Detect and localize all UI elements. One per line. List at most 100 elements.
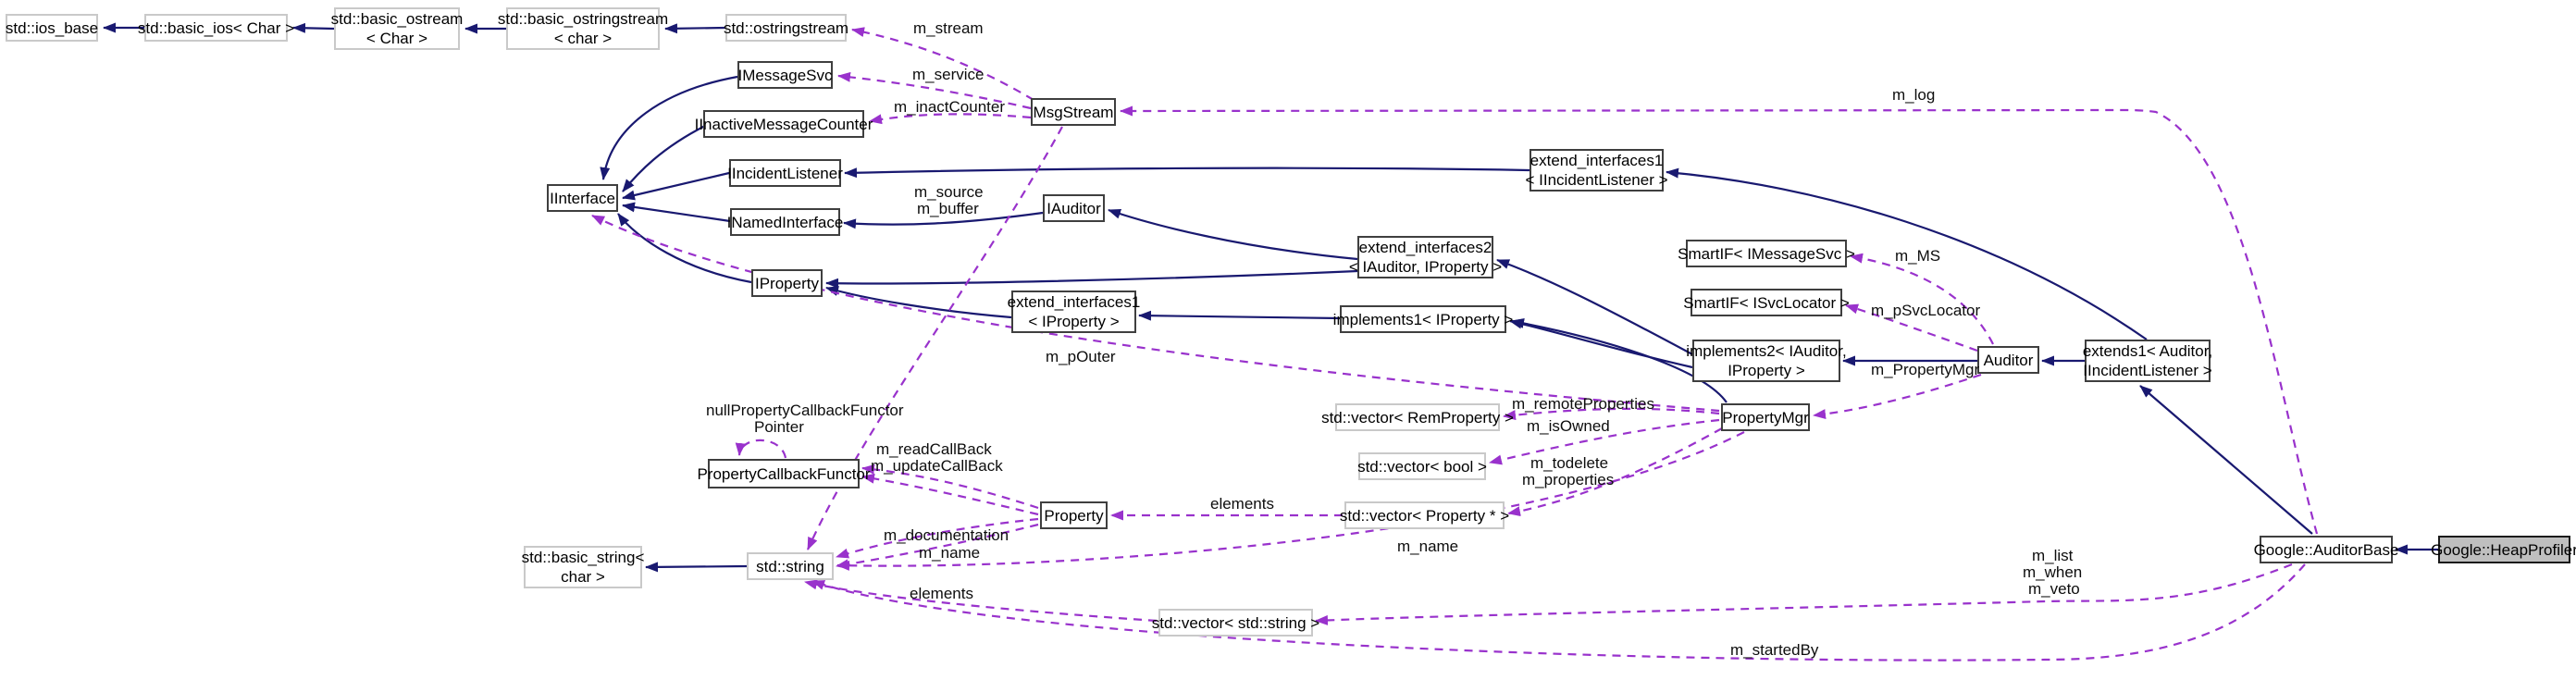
node-basic_ostringstream[interactable]: std::basic_ostringstream< char > xyxy=(498,7,668,50)
edge-label: m_buffer xyxy=(917,200,979,217)
node-ios_base[interactable]: std::ios_base xyxy=(6,14,98,42)
node-label: Google::AuditorBase xyxy=(2253,540,2399,559)
node-imessagesvc[interactable]: IMessageSvc xyxy=(737,61,833,89)
node-label: IAuditor xyxy=(1046,199,1101,217)
edge-imessagesvc-iinterface xyxy=(600,75,738,180)
node-auditorbase[interactable]: Google::AuditorBase xyxy=(2254,536,2398,563)
node-label: std::vector< std::string > xyxy=(1151,613,1320,632)
node-label: IProperty > xyxy=(1728,362,1805,379)
edge-label: m_pSvcLocator xyxy=(1871,302,1981,319)
node-label: Google::HeapProfiler xyxy=(2431,540,2576,559)
node-label: PropertyMgr xyxy=(1722,408,1809,427)
edge-label: m_startedBy xyxy=(1730,641,1819,659)
node-label: < char > xyxy=(553,30,613,47)
node-vec_remproperty[interactable]: std::vector< RemProperty > xyxy=(1321,403,1514,431)
node-property[interactable]: Property xyxy=(1040,501,1108,529)
edge-auditorbase-extends1 xyxy=(2139,385,2313,535)
node-label: extend_interfaces1 xyxy=(1007,293,1141,311)
node-vec_property[interactable]: std::vector< Property * > xyxy=(1340,501,1509,529)
node-label: implements2< IAuditor, xyxy=(1686,342,1847,360)
edge-propertymgr-iinterface xyxy=(591,215,1720,413)
edge-msgstream-iinactivemessagecounter xyxy=(869,113,1032,125)
edge-impl2-ei2 xyxy=(1496,258,1693,355)
node-iincidentlistener[interactable]: IIncidentListener xyxy=(727,159,843,187)
node-iauditor[interactable]: IAuditor xyxy=(1043,194,1105,222)
edge-label: m_todelete xyxy=(1530,454,1609,472)
node-label: implements1< IProperty > xyxy=(1332,310,1514,328)
edge-propertymgr-vec_remproperty xyxy=(1503,407,1720,421)
node-msgstream[interactable]: MsgStream xyxy=(1031,98,1116,126)
node-propertymgr[interactable]: PropertyMgr xyxy=(1721,403,1810,431)
node-smartif_svcloc[interactable]: SmartIF< ISvcLocator > xyxy=(1683,289,1850,316)
edge-label: m_updateCallBack xyxy=(871,457,1003,475)
node-ei1_prop[interactable]: extend_interfaces1 < IProperty > xyxy=(1008,291,1140,333)
node-label: extends1< Auditor, xyxy=(2082,342,2213,360)
node-label: std::ostringstream xyxy=(723,19,849,37)
edge-label: m_stream xyxy=(913,19,984,37)
node-inamedinterface[interactable]: INamedInterface xyxy=(727,208,843,236)
edge-std_string-basic_string xyxy=(645,562,748,573)
edge-label: elements xyxy=(910,585,973,602)
node-label: SmartIF< IMessageSvc > xyxy=(1678,244,1855,263)
node-basic_ios[interactable]: std::basic_ios< Char > xyxy=(138,14,294,42)
node-label: Auditor xyxy=(1983,351,2034,369)
edge-impl2-impl1 xyxy=(1509,318,1693,369)
node-label: std::vector< bool > xyxy=(1357,457,1487,476)
node-heapprofiler[interactable]: Google::HeapProfiler xyxy=(2431,536,2576,563)
edge-label: m_name xyxy=(919,544,981,562)
node-smartif_msgsvc[interactable]: SmartIF< IMessageSvc > xyxy=(1678,240,1855,267)
node-label: IMessageSvc xyxy=(737,66,833,84)
node-label: SmartIF< ISvcLocator > xyxy=(1683,293,1850,312)
node-label: MsgStream xyxy=(1033,103,1114,121)
edge-ei2-iproperty xyxy=(825,269,1358,289)
node-label: char > xyxy=(561,568,605,586)
node-label: IProperty xyxy=(755,274,819,292)
edge-label: m_name xyxy=(1397,538,1459,555)
node-impl2[interactable]: implements2< IAuditor, IProperty > xyxy=(1686,340,1847,382)
node-label: Property xyxy=(1044,506,1104,525)
edge-label: m_properties xyxy=(1522,471,1615,488)
node-label: < Char > xyxy=(365,30,428,47)
edge-propertymgr-std_string xyxy=(836,431,1745,571)
node-iinterface[interactable]: IInterface xyxy=(547,184,618,212)
edge-msgstream-std_string xyxy=(806,126,1063,550)
node-label: < IIncidentListener > xyxy=(1525,171,1668,189)
edge-property-std_string xyxy=(836,517,1039,559)
edge-label: m_list xyxy=(2032,547,2074,564)
node-impl1[interactable]: implements1< IProperty > xyxy=(1333,305,1513,333)
edge-label: m_documentation xyxy=(884,526,1009,544)
node-ei1_listener[interactable]: extend_interfaces1< IIncidentListener > xyxy=(1525,149,1668,192)
node-vec_string[interactable]: std::vector< std::string > xyxy=(1152,609,1319,637)
node-label: INamedInterface xyxy=(726,213,844,231)
edge-iproperty-iinterface xyxy=(617,213,752,284)
edge-auditorbase-msgstream xyxy=(1120,105,2319,535)
edge-inamedinterface-iinterface xyxy=(622,202,731,223)
node-label: std::basic_string< xyxy=(521,549,645,566)
node-label: IIncidentListener > xyxy=(2083,362,2212,379)
node-auditor[interactable]: Auditor xyxy=(1977,346,2039,374)
node-label: PropertyCallbackFunctor xyxy=(697,464,871,483)
node-pcf[interactable]: PropertyCallbackFunctor xyxy=(697,459,871,488)
edge-msgstream-imessagesvc xyxy=(837,71,1032,110)
node-ei2[interactable]: extend_interfaces2< IAuditor, IProperty … xyxy=(1349,236,1502,278)
edge-label: m_MS xyxy=(1895,247,1941,265)
node-extends1[interactable]: extends1< Auditor, IIncidentListener > xyxy=(2082,340,2213,382)
node-iinactivemessagecounter[interactable]: IInactiveMessageCounter xyxy=(695,110,873,138)
node-basic_ostream[interactable]: std::basic_ostream< Char > xyxy=(331,7,463,50)
node-ostringstream[interactable]: std::ostringstream xyxy=(723,14,849,42)
edge-iauditor-inamedinterface xyxy=(843,211,1044,229)
edge-label: m_source xyxy=(914,183,984,201)
edge-label: m_PropertyMgr xyxy=(1871,361,1980,378)
node-label: IIncidentListener xyxy=(727,164,843,182)
edge-label: m_pOuter xyxy=(1046,348,1116,365)
node-iproperty[interactable]: IProperty xyxy=(751,269,823,297)
edge-pcf-pcf xyxy=(735,439,787,459)
node-label: std::vector< Property * > xyxy=(1339,506,1510,525)
node-std_string[interactable]: std::string xyxy=(747,552,834,580)
edge-label: m_when xyxy=(2023,563,2083,581)
node-vec_bool[interactable]: std::vector< bool > xyxy=(1357,452,1487,480)
node-label: IInterface xyxy=(550,189,615,207)
node-label: < IProperty > xyxy=(1028,313,1120,330)
node-basic_string[interactable]: std::basic_string<char > xyxy=(521,546,645,588)
